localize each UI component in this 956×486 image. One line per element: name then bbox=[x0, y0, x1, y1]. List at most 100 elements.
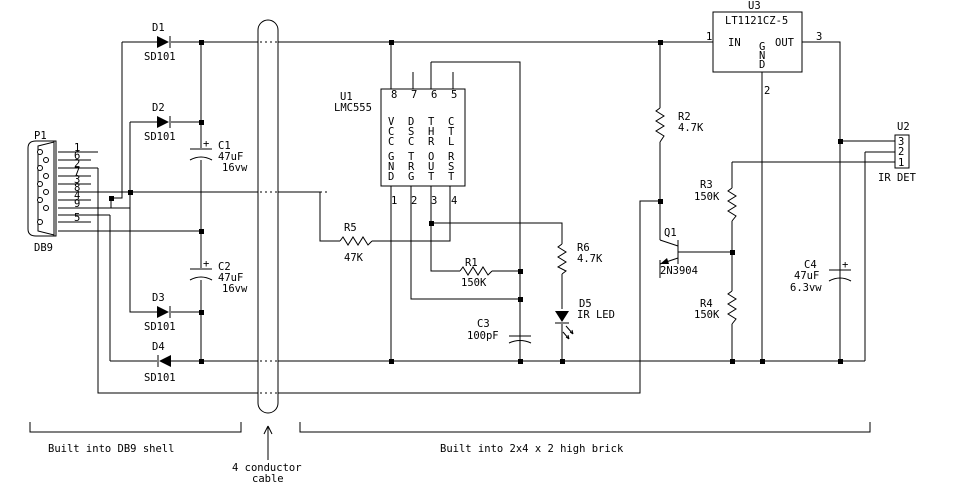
label-d4: D4 bbox=[152, 341, 165, 353]
db9-pin-hole bbox=[43, 173, 49, 179]
db9-pin-hole bbox=[37, 181, 43, 187]
label-r6: R6 bbox=[577, 242, 590, 254]
section-brackets bbox=[29, 422, 871, 460]
label-c2-plus: + bbox=[203, 258, 209, 270]
u1-pin-num-4: 4 bbox=[451, 195, 457, 207]
db9-pin-hole bbox=[37, 219, 43, 225]
label-d5-value: IR LED bbox=[577, 309, 615, 321]
label-u2: U2 bbox=[897, 121, 910, 133]
u1-pin-name-rst: T bbox=[448, 171, 455, 183]
label-r3: R3 bbox=[700, 179, 713, 191]
label-u3-pin2: 2 bbox=[764, 85, 770, 97]
u1-pin-name-gnd: G bbox=[388, 151, 394, 163]
label-q1: Q1 bbox=[664, 227, 677, 239]
u3-gnd-label: GND bbox=[759, 41, 765, 71]
label-c3-value: 100pF bbox=[467, 330, 499, 342]
u1-pin-name-out: U bbox=[428, 161, 434, 173]
cable-label-line2: cable bbox=[252, 473, 284, 485]
db9-pin-7: 7 bbox=[74, 166, 80, 178]
label-d2: D2 bbox=[152, 102, 165, 114]
db9-pin-hole bbox=[37, 165, 43, 171]
label-d3-value: SD101 bbox=[144, 321, 176, 333]
label-c4-plus: + bbox=[842, 259, 848, 271]
u1-pin-num-5: 5 bbox=[451, 89, 457, 101]
u1-pin-name-gnd: D bbox=[388, 171, 394, 183]
label-r2: R2 bbox=[678, 111, 691, 123]
db9-pin-9: 9 bbox=[74, 198, 80, 210]
u1-pin-num-6: 6 bbox=[431, 89, 437, 101]
u2-pins: 3 2 1 bbox=[898, 136, 904, 169]
note-right: Built into 2x4 x 2 high brick bbox=[440, 443, 624, 455]
junction-dots bbox=[109, 40, 843, 364]
u1-pin-name-dsc: S bbox=[408, 126, 414, 138]
ic-u1-lmc555 bbox=[380, 88, 466, 187]
u1-pin-num-1: 1 bbox=[391, 195, 397, 207]
u1-pin-name-dsc: D bbox=[408, 116, 414, 128]
label-r4-value: 150K bbox=[694, 309, 720, 321]
ic-u3-regulator bbox=[712, 11, 803, 73]
label-r4: R4 bbox=[700, 298, 713, 310]
label-d1-value: SD101 bbox=[144, 51, 176, 63]
db9-pin-hole bbox=[43, 157, 49, 163]
db9-pin-hole bbox=[43, 189, 49, 195]
label-c2: C2 bbox=[218, 261, 231, 273]
transistor-q1 bbox=[659, 239, 679, 265]
label-d2-value: SD101 bbox=[144, 131, 176, 143]
db9-pin-1: 1 bbox=[74, 142, 80, 154]
labels: D1 SD101 D2 SD101 D3 SD101 D4 SD101 + C1… bbox=[34, 0, 917, 485]
label-r1-value: 150K bbox=[461, 277, 487, 289]
u1-pin-name-vcc: C bbox=[388, 136, 394, 148]
label-r2-value: 4.7K bbox=[678, 122, 704, 134]
db9-pin-hole bbox=[37, 197, 43, 203]
label-r5-value: 47K bbox=[344, 252, 364, 264]
label-c3: C3 bbox=[477, 318, 490, 330]
note-left: Built into DB9 shell bbox=[48, 443, 174, 455]
u3-gnd-letter: G bbox=[759, 41, 765, 53]
label-d4-value: SD101 bbox=[144, 372, 176, 384]
u1-pin-name-vcc: V bbox=[388, 116, 395, 128]
u1-pin-num-8: 8 bbox=[391, 89, 397, 101]
u1-pin-name-ctl: C bbox=[448, 116, 454, 128]
db9-pin-8: 8 bbox=[74, 182, 80, 194]
u1-pin-name-rst: S bbox=[448, 161, 454, 173]
u1-pin-name-trg: T bbox=[408, 151, 415, 163]
label-d5: D5 bbox=[579, 298, 592, 310]
label-c1-voltage: 16vw bbox=[222, 162, 248, 174]
label-u3-in: IN bbox=[728, 37, 741, 49]
diodes bbox=[157, 36, 574, 367]
label-u3-out: OUT bbox=[775, 37, 795, 49]
label-p1-part: DB9 bbox=[34, 242, 53, 254]
u1-pin-name-trg: R bbox=[408, 161, 415, 173]
ic-u2-ir-detector bbox=[894, 134, 910, 169]
u2-pin-1: 1 bbox=[898, 157, 904, 169]
label-d3: D3 bbox=[152, 292, 165, 304]
u3-gnd-letter: N bbox=[759, 50, 765, 62]
label-c4-voltage: 6.3vw bbox=[790, 282, 822, 294]
label-q1-value: 2N3904 bbox=[660, 265, 698, 277]
label-u1: U1 bbox=[340, 91, 353, 103]
db9-connector bbox=[27, 140, 57, 237]
u1-pin-name-rst: R bbox=[448, 151, 455, 163]
db9-pin-3: 3 bbox=[74, 174, 80, 186]
label-p1: P1 bbox=[34, 130, 47, 142]
u2-pin-3: 3 bbox=[898, 136, 904, 148]
label-c1: C1 bbox=[218, 140, 231, 152]
label-u3-part: LT1121CZ-5 bbox=[725, 15, 788, 27]
u1-pin-num-7: 7 bbox=[411, 89, 417, 101]
four-conductor-cable bbox=[210, 19, 330, 414]
label-r5: R5 bbox=[344, 222, 357, 234]
capacitors bbox=[189, 148, 852, 344]
u1-pin-name-ctl: L bbox=[448, 136, 454, 148]
db9-pin-hole bbox=[37, 149, 43, 155]
db9-pin-5: 5 bbox=[74, 212, 80, 224]
label-u3-pin1: 1 bbox=[706, 31, 712, 43]
u1-pin-num-2: 2 bbox=[411, 195, 417, 207]
resistors bbox=[339, 107, 737, 325]
label-u3: U3 bbox=[748, 0, 761, 12]
u1-pin-name-vcc: C bbox=[388, 126, 394, 138]
label-u3-pin3: 3 bbox=[816, 31, 822, 43]
db9-pin-4: 4 bbox=[74, 190, 80, 202]
